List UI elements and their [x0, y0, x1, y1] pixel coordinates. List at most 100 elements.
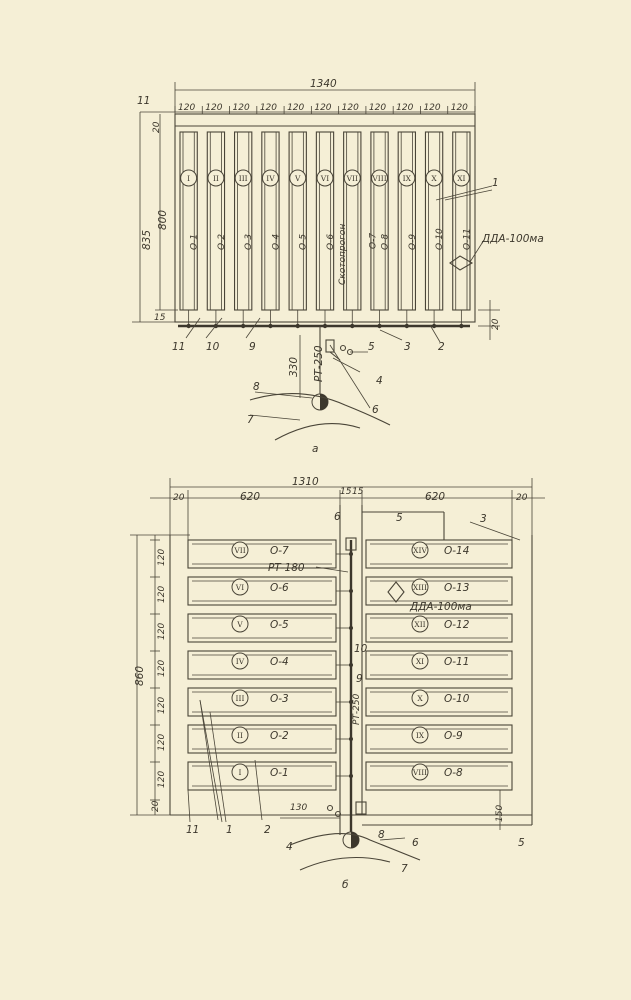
b-callout-3: 3 [480, 513, 487, 525]
a-terminal-1 [186, 323, 191, 329]
a-bay-width-4: 120 [260, 103, 277, 113]
b-left-numeral-4: IV [236, 657, 245, 666]
a-callout-10: 10 [206, 341, 220, 353]
a-bay-width-7: 120 [342, 103, 359, 113]
b-right-label-12: О-12 [444, 619, 470, 631]
b-right-pen-13 [365, 576, 513, 606]
a-pen-6 [315, 131, 335, 311]
b-callout-1: 1 [226, 824, 233, 836]
a-numeral-circle-3 [234, 169, 252, 187]
b-left-label-5: О-5 [270, 619, 289, 631]
a-pen-3 [233, 131, 253, 311]
b-callout-6: 6 [334, 511, 341, 523]
b-right-pen-14 [365, 539, 513, 569]
b-left-circle-5 [231, 615, 249, 633]
b-right-label-8: О-8 [444, 767, 463, 779]
a-pen-8 [370, 131, 389, 311]
a-callout-8: 8 [253, 381, 260, 393]
a-terminal-9 [404, 323, 410, 329]
a-numeral-10: X [431, 174, 437, 183]
a-terminal-8 [377, 323, 382, 329]
b-callout-8: 8 [378, 829, 385, 841]
a-numeral-7: VII [346, 174, 358, 183]
a-terminal-7 [350, 323, 355, 329]
b-bottom: 20 [151, 800, 161, 812]
a-pen-label-10: О-10 [435, 228, 445, 250]
a-bay-width-5: 120 [287, 103, 304, 113]
a-callout-3: 3 [404, 341, 411, 353]
b-right-circle-12 [411, 615, 429, 633]
b-left-circle-7 [231, 541, 249, 559]
b-right-circle-10 [411, 689, 429, 707]
a-numeral-circle-10 [425, 169, 443, 187]
a-total-height: 835 [141, 230, 153, 250]
b-right-pen-9 [365, 724, 513, 754]
b-row-height-6: 120 [157, 734, 167, 751]
a-pen-label-3: О-3 [244, 234, 254, 250]
b-callout-2: 2 [264, 824, 271, 836]
a-pen-label-2: О-2 [217, 234, 227, 250]
a-bay-width-10: 120 [423, 103, 440, 113]
a-pen-9 [397, 131, 417, 311]
a-overall-width: 1340 [310, 78, 337, 90]
b-device: ДДА-100ма [409, 601, 472, 613]
a-callout-2: 2 [438, 341, 445, 353]
b-right-label-9: О-9 [444, 730, 463, 742]
b-left-circle-3 [231, 689, 249, 707]
b-callout-10: 10 [354, 643, 368, 655]
a-pen-grid: IО-1IIО-2IIIО-3IVО-4VО-5VIО-6VIIО-7VIIIО… [179, 131, 472, 326]
a-terminal-3 [240, 323, 246, 329]
a-numeral-circle-5 [289, 169, 307, 187]
b-right-pen-12 [365, 613, 513, 643]
b-callout-11: 11 [186, 824, 199, 836]
a-pen-label-9: О-9 [408, 234, 418, 250]
a-bay-width-6: 120 [314, 103, 331, 113]
a-pen-label-1: О-1 [190, 234, 200, 250]
b-callout-6-bottom: 6 [412, 837, 419, 849]
a-numeral-circle-2 [207, 169, 225, 187]
a-terminal-4 [268, 323, 273, 329]
b-row-height-5: 120 [157, 697, 167, 714]
b-right-numeral-13: XIII [413, 583, 427, 592]
b-half-width-right: 620 [425, 491, 445, 503]
b-right-pen-11 [365, 650, 513, 680]
b-right-pen-10 [365, 687, 513, 717]
a-bay-width-2: 120 [205, 103, 222, 113]
b-row-height-3: 120 [157, 623, 167, 640]
b-right-numeral-10: X [417, 694, 423, 703]
a-callout-6: 6 [372, 404, 379, 416]
b-left-label-4: О-4 [270, 656, 289, 668]
a-pen-label-8: О-8 [381, 234, 391, 250]
a-bottom-left: 15 [154, 313, 166, 323]
b-right-circle-11 [411, 652, 429, 670]
a-terminal-6 [322, 323, 328, 329]
a-pen-5 [288, 131, 307, 311]
a-callout-7: 7 [247, 414, 254, 426]
b-left-circle-2 [231, 726, 249, 744]
a-caption: а [312, 443, 318, 455]
a-pen-4 [261, 131, 280, 311]
b-left-numeral-7: VII [233, 546, 245, 555]
b-left-label-3: О-3 [270, 693, 289, 705]
b-callout-9: 9 [356, 673, 363, 685]
a-numeral-circle-1 [180, 169, 198, 187]
b-left-label-7: О-7 [270, 545, 289, 557]
a-top-offset: 20 [152, 121, 162, 133]
a-pen-11 [452, 131, 471, 311]
a-numeral-11: XI [457, 174, 465, 183]
a-numeral-4: IV [266, 174, 275, 183]
a-numeral-circle-7 [343, 169, 361, 187]
a-terminal-11 [459, 323, 464, 329]
a-numeral-circle-4 [261, 169, 279, 187]
a-bay-width-8: 120 [369, 103, 386, 113]
b-total-height: 860 [134, 666, 146, 686]
a-bay-width-3: 120 [233, 103, 250, 113]
a-numeral-circle-9 [398, 169, 416, 187]
b-right-circle-8 [411, 763, 429, 781]
b-right-lead: 150 [495, 805, 505, 822]
b-half-width-left: 620 [240, 491, 260, 503]
